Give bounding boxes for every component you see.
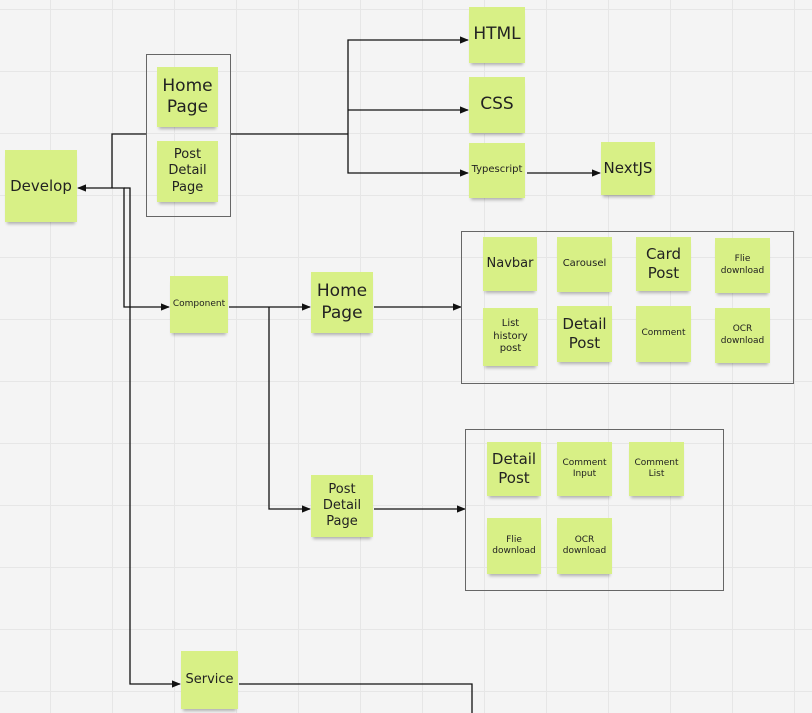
frame-post-detail-components (465, 429, 724, 591)
frame-home-components (461, 231, 794, 384)
note-card-post[interactable]: Card Post (636, 237, 691, 291)
connector-to-html (347, 36, 469, 134)
connector-develop-frame1 (111, 133, 147, 188)
connector-service-out (239, 683, 473, 713)
note-navbar[interactable]: Navbar (483, 237, 537, 291)
note-ocr-download-2[interactable]: OCR download (557, 518, 612, 574)
note-flie-download-2[interactable]: Flie download (487, 518, 541, 574)
note-develop[interactable]: Develop (5, 150, 77, 222)
note-comment-input[interactable]: Comment Input (557, 442, 612, 496)
note-component[interactable]: Component (170, 276, 228, 333)
connector-develop-trunk (112, 187, 170, 311)
frame-pages (146, 54, 231, 217)
note-detail-post[interactable]: Detail Post (557, 306, 612, 362)
note-list-history-post[interactable]: List history post (483, 308, 538, 366)
note-service[interactable]: Service (181, 651, 238, 709)
connector-to-typescript (347, 134, 469, 177)
note-carousel[interactable]: Carousel (557, 237, 612, 292)
note-typescript[interactable]: Typescript (469, 143, 525, 198)
note-post-detail-page[interactable]: Post Detail Page (157, 141, 218, 202)
note-flie-download[interactable]: Flie download (715, 238, 770, 293)
note-nextjs[interactable]: NextJS (601, 142, 655, 195)
connector-component-postdetail (268, 307, 311, 513)
note-home-page-2[interactable]: Home Page (311, 272, 373, 333)
note-comment[interactable]: Comment (636, 306, 691, 362)
note-ocr-download[interactable]: OCR download (715, 308, 770, 363)
note-css[interactable]: CSS (469, 77, 525, 133)
note-home-page[interactable]: Home Page (157, 67, 218, 127)
note-html[interactable]: HTML (469, 7, 525, 63)
note-comment-list[interactable]: Comment List (629, 442, 684, 496)
note-post-detail-page-2[interactable]: Post Detail Page (311, 475, 373, 537)
connector-develop-service (124, 187, 181, 688)
note-detail-post-2[interactable]: Detail Post (487, 442, 541, 496)
